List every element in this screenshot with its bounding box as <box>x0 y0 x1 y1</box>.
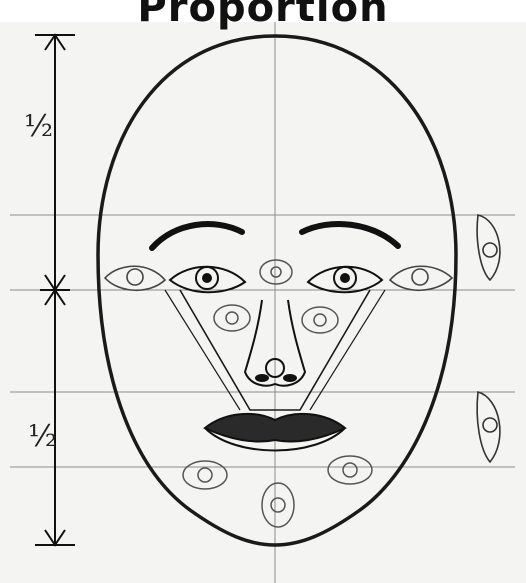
left-eyebrow <box>152 224 242 248</box>
right-eyebrow <box>302 224 398 246</box>
bottom-half-label: ½ <box>28 422 57 452</box>
margin-eyes <box>477 215 500 462</box>
right-eye <box>308 267 382 293</box>
top-half-label: ½ <box>24 112 53 142</box>
triangle-eyes <box>214 260 338 333</box>
left-eye <box>170 267 245 293</box>
side-eyes-row <box>105 266 452 290</box>
